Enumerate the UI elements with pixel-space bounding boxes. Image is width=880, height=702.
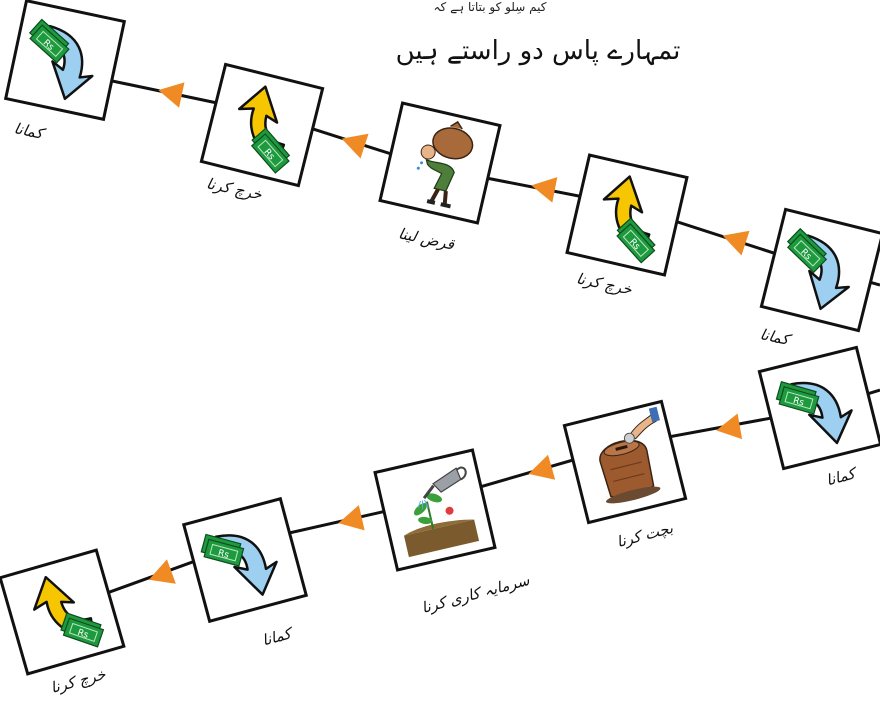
path1-flow-arrow bbox=[722, 230, 750, 256]
path2-flow-arrow bbox=[148, 559, 176, 584]
path1-step-borrow-box bbox=[378, 101, 502, 225]
path1-step-spend2-box bbox=[565, 153, 689, 277]
path1-flow-arrow bbox=[158, 82, 185, 108]
path2-step-invest-box bbox=[373, 448, 497, 572]
path2-step-earn-box bbox=[757, 345, 880, 471]
path2-flow-arrow bbox=[716, 413, 743, 440]
path1-step-earn-box bbox=[3, 0, 127, 122]
page-heading: تمہارے پاس دو راستے ہیں bbox=[395, 36, 681, 66]
path1-step-earn2-box bbox=[759, 207, 880, 333]
path2-flow-arrow bbox=[338, 505, 365, 531]
path1-flow-arrow bbox=[341, 133, 369, 159]
path1-step-spend-box bbox=[199, 62, 325, 188]
path2-step-save-box bbox=[562, 399, 688, 525]
path2-step-earn2-box bbox=[181, 496, 309, 624]
path1-flow-arrow bbox=[531, 177, 558, 203]
path2-step-spend-box bbox=[0, 548, 126, 676]
path2-flow-arrow bbox=[528, 454, 556, 480]
top-caption: کیم سِلو کو بتاتا ہے کہ bbox=[433, 0, 547, 14]
